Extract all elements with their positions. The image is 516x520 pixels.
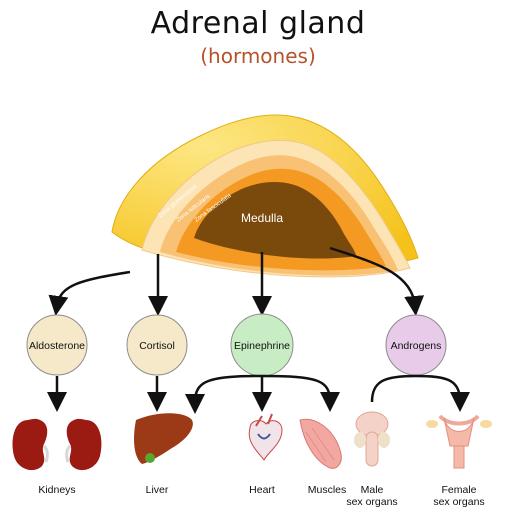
hormone-label-cortisol: Cortisol — [139, 340, 175, 352]
target-label-female-line2: sex organs — [433, 496, 484, 508]
muscles-illustration — [299, 418, 342, 469]
diagram-title: Adrenal gland — [150, 6, 366, 41]
hormone-label-androgens: Androgens — [391, 340, 442, 352]
medulla-label: Medulla — [241, 211, 283, 225]
heart-illustration — [248, 413, 283, 461]
adrenal-gland: Medulla Zona glomerulosa Zona reticulari… — [111, 114, 419, 278]
target-label-male-line1: Male — [361, 484, 384, 496]
medulla — [194, 182, 356, 259]
diagram-subtitle: (hormones) — [200, 44, 316, 68]
target-label-male-line2: sex organs — [346, 496, 397, 508]
female-organs-illustration — [426, 414, 492, 469]
hormone-androgens: Androgens — [385, 314, 447, 376]
hormone-cortisol: Cortisol — [126, 314, 188, 376]
target-label-muscles: Muscles — [308, 484, 347, 496]
hormone-label-epinephrine: Epinephrine — [234, 340, 290, 352]
male-organs-illustration — [354, 411, 390, 467]
hormone-epinephrine: Epinephrine — [230, 313, 294, 377]
hormone-label-aldosterone: Aldosterone — [29, 340, 85, 352]
arrow-to-sex-organs — [370, 374, 470, 412]
liver-illustration — [134, 413, 193, 464]
kidneys-illustration — [12, 418, 102, 471]
target-label-kidneys: Kidneys — [38, 484, 75, 496]
hormone-aldosterone: Aldosterone — [26, 314, 88, 376]
target-label-liver: Liver — [146, 484, 169, 496]
arrow-to-androgens — [329, 246, 425, 316]
arrow-to-aldosterone — [48, 270, 131, 316]
target-arrows — [47, 374, 470, 414]
target-label-heart: Heart — [249, 484, 275, 496]
target-label-female-line1: Female — [441, 484, 476, 496]
gland-arrows — [48, 246, 425, 316]
